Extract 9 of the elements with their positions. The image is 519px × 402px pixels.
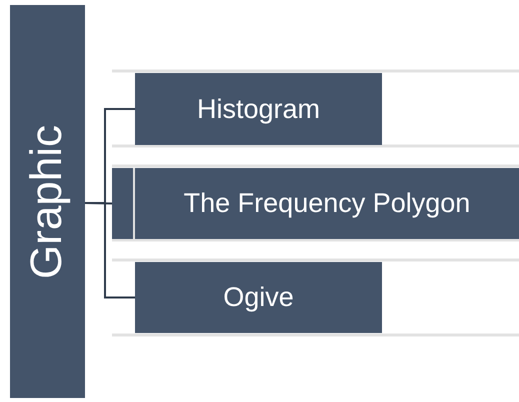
category-bar bbox=[10, 5, 85, 398]
node-label: The Frequency Polygon bbox=[184, 188, 470, 219]
node-label: Ogive bbox=[223, 282, 294, 313]
item-box bbox=[135, 262, 382, 333]
item-box bbox=[112, 168, 519, 239]
connector-line bbox=[85, 202, 135, 298]
node-label: Histogram bbox=[196, 94, 320, 124]
node-label: Graphic bbox=[22, 124, 72, 279]
item-box bbox=[135, 73, 382, 145]
